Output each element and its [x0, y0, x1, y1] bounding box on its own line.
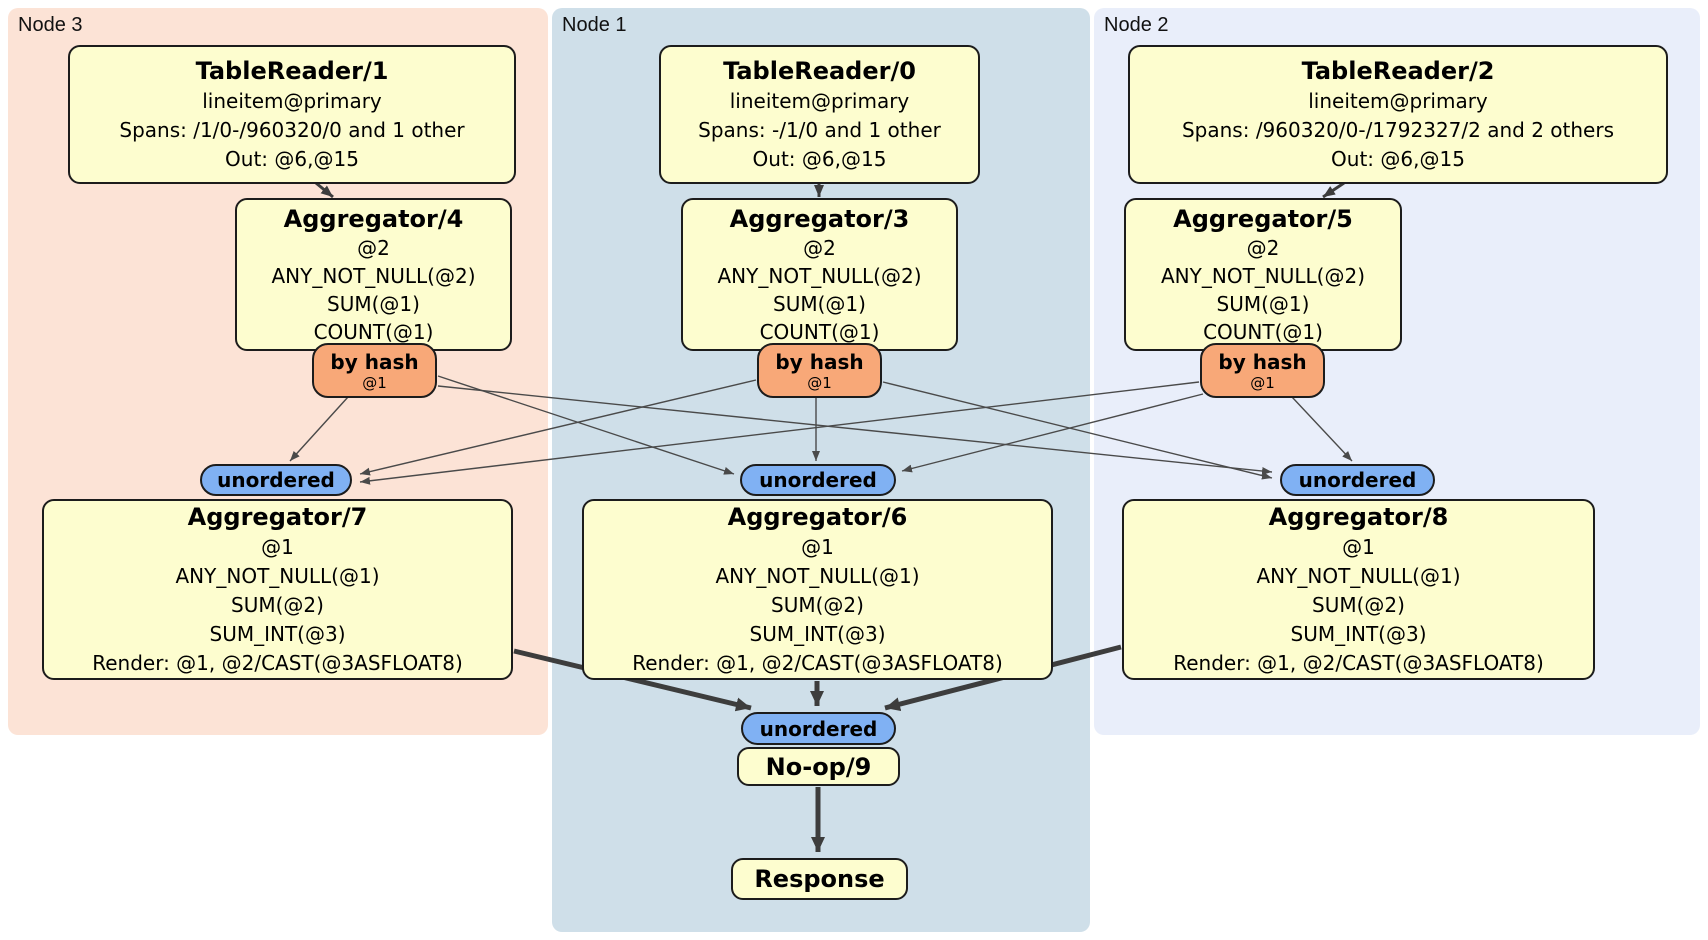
processor-detail: Render: @1, @2/CAST(@3ASFLOAT8): [1173, 651, 1544, 675]
processor-aggregator-4: Aggregator/4 @2 ANY_NOT_NULL(@2) SUM(@1)…: [235, 198, 512, 351]
processor-detail: SUM_INT(@3): [1290, 622, 1427, 646]
processor-detail: SUM_INT(@3): [209, 622, 346, 646]
router-label: by hash: [330, 349, 419, 374]
processor-title: Aggregator/5: [1173, 204, 1353, 233]
edge-byhash-node3-to-unordered-node3: [289, 396, 349, 462]
processor-title: Aggregator/8: [1268, 503, 1449, 531]
router-detail: @1: [362, 373, 387, 392]
processor-tablereader-2: TableReader/2 lineitem@primary Spans: /9…: [1128, 45, 1668, 184]
processor-title: TableReader/2: [1301, 57, 1495, 85]
processor-aggregator-8: Aggregator/8 @1 ANY_NOT_NULL(@1) SUM(@2)…: [1122, 499, 1595, 680]
router-byhash-node3: by hash @1: [312, 343, 437, 398]
edge-byhash-node3-to-unordered-node2: [437, 385, 1273, 475]
processor-detail: COUNT(@1): [313, 319, 434, 344]
processor-aggregator-5: Aggregator/5 @2 ANY_NOT_NULL(@2) SUM(@1)…: [1124, 198, 1402, 351]
processor-detail: @1: [801, 535, 834, 559]
processor-detail: lineitem@primary: [1308, 89, 1488, 113]
processor-detail: Out: @6,@15: [1331, 147, 1465, 171]
processor-detail: Out: @6,@15: [752, 147, 887, 171]
processor-detail: Spans: -/1/0 and 1 other: [698, 118, 941, 142]
processor-detail: SUM(@1): [1216, 291, 1310, 316]
processor-tablereader-0: TableReader/0 lineitem@primary Spans: -/…: [659, 45, 980, 184]
processor-title: TableReader/0: [723, 57, 916, 85]
processor-title: Aggregator/7: [187, 503, 368, 531]
processor-detail: ANY_NOT_NULL(@1): [715, 564, 920, 588]
processor-detail: @2: [803, 235, 836, 260]
processor-detail: lineitem@primary: [729, 89, 910, 113]
processor-detail: Render: @1, @2/CAST(@3ASFLOAT8): [92, 651, 463, 675]
processor-detail: ANY_NOT_NULL(@2): [717, 263, 922, 288]
sync-unordered-node2: unordered: [1280, 464, 1435, 496]
processor-title: TableReader/1: [195, 57, 389, 85]
edge-byhash-node3-to-unordered-node1: [437, 375, 735, 475]
edge-byhash-node2-to-unordered-node3: [359, 381, 1200, 485]
edge-tablereader1-to-aggregator4: [315, 181, 334, 199]
processor-detail: SUM(@2): [1312, 593, 1405, 617]
processor-detail: COUNT(@1): [759, 319, 880, 344]
processor-tablereader-1: TableReader/1 lineitem@primary Spans: /1…: [68, 45, 516, 184]
processor-detail: SUM(@1): [327, 291, 420, 316]
processor-aggregator-7: Aggregator/7 @1 ANY_NOT_NULL(@1) SUM(@2)…: [42, 499, 513, 680]
router-detail: @1: [807, 373, 832, 392]
router-label: by hash: [1218, 349, 1307, 374]
processor-title: Response: [754, 865, 885, 893]
router-label: by hash: [775, 349, 864, 374]
processor-detail: SUM_INT(@3): [749, 622, 886, 646]
processor-aggregator-6: Aggregator/6 @1 ANY_NOT_NULL(@1) SUM(@2)…: [582, 499, 1053, 680]
node3-region-label: Node 3: [18, 14, 83, 36]
processor-detail: @1: [261, 535, 294, 559]
response-node: Response: [731, 858, 908, 900]
processor-title: Aggregator/6: [727, 503, 908, 531]
processor-title: Aggregator/4: [283, 204, 464, 233]
edge-byhash-node2-to-unordered-node2: [1291, 396, 1353, 462]
processor-detail: ANY_NOT_NULL(@1): [1256, 564, 1461, 588]
sync-unordered-node3: unordered: [200, 464, 352, 496]
node2-region-label: Node 2: [1104, 14, 1169, 36]
processor-title: Aggregator/3: [729, 204, 910, 233]
router-byhash-node2: by hash @1: [1200, 343, 1325, 398]
edge-tablereader2-to-aggregator5: [1322, 181, 1345, 199]
processor-noop-9: No-op/9: [737, 747, 900, 786]
edge-byhash-node1-to-unordered-node2: [882, 381, 1273, 480]
processor-detail: SUM(@1): [773, 291, 866, 316]
processor-detail: ANY_NOT_NULL(@2): [1161, 263, 1365, 288]
processor-detail: SUM(@2): [231, 593, 324, 617]
processor-detail: ANY_NOT_NULL(@1): [175, 564, 380, 588]
edge-byhash-node1-to-unordered-node3: [359, 379, 757, 476]
router-detail: @1: [1250, 373, 1275, 392]
processor-detail: Spans: /960320/0-/1792327/2 and 2 others: [1181, 118, 1614, 142]
processor-detail: COUNT(@1): [1203, 319, 1323, 344]
processor-detail: ANY_NOT_NULL(@2): [271, 263, 476, 288]
processor-detail: Render: @1, @2/CAST(@3ASFLOAT8): [632, 651, 1003, 675]
processor-detail: @2: [357, 235, 390, 260]
processor-aggregator-3: Aggregator/3 @2 ANY_NOT_NULL(@2) SUM(@1)…: [681, 198, 958, 351]
edge-byhash-node2-to-unordered-node1: [901, 393, 1204, 473]
sync-unordered-final: unordered: [741, 712, 896, 745]
node1-region-label: Node 1: [562, 14, 627, 36]
processor-detail: SUM(@2): [771, 593, 864, 617]
processor-detail: Spans: /1/0-/960320/0 and 1 other: [119, 118, 465, 142]
processor-detail: @1: [1342, 535, 1375, 559]
processor-detail: @2: [1246, 235, 1280, 260]
router-byhash-node1: by hash @1: [757, 343, 882, 398]
processor-detail: lineitem@primary: [202, 89, 382, 113]
sync-unordered-node1: unordered: [740, 464, 896, 496]
processor-detail: Out: @6,@15: [225, 147, 359, 171]
processor-title: No-op/9: [765, 752, 872, 781]
